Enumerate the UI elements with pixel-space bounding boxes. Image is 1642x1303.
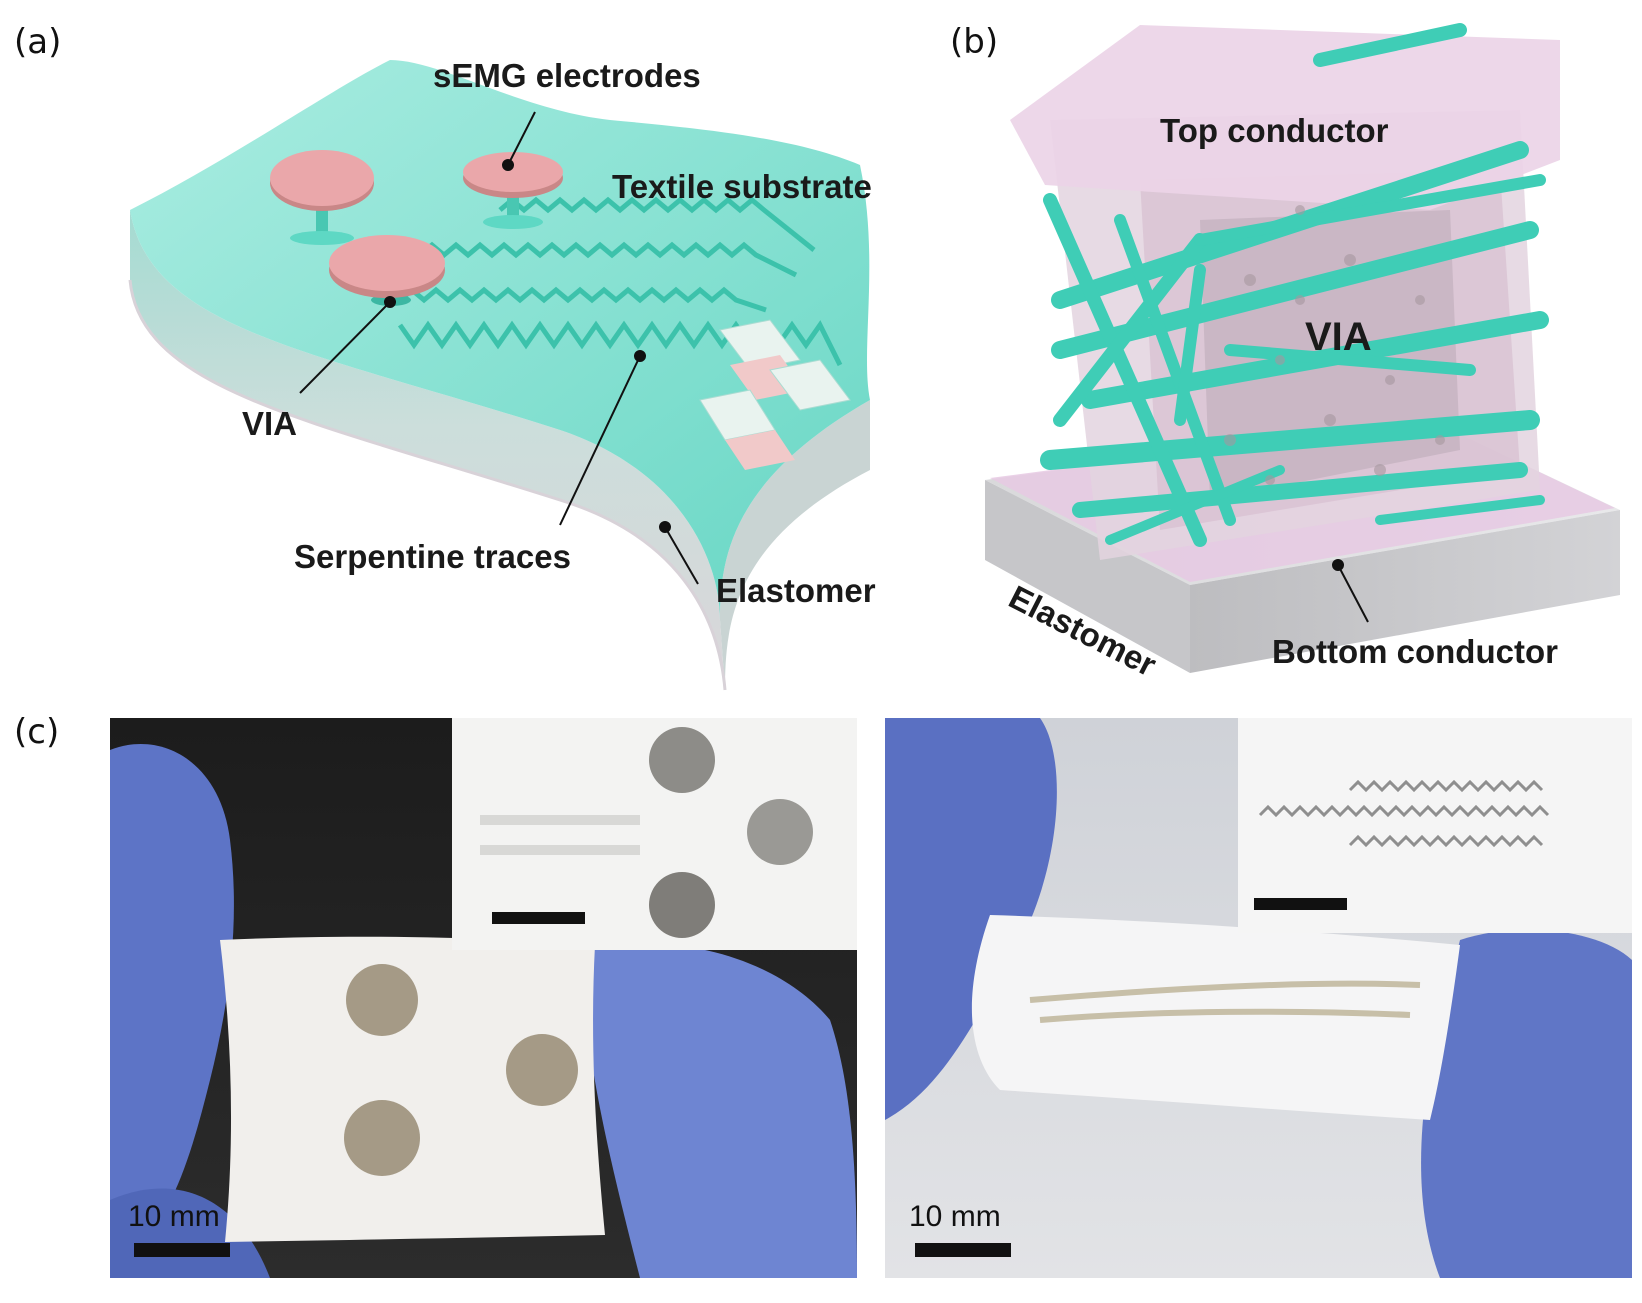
label-serpentine-traces: Serpentine traces bbox=[294, 538, 571, 575]
label-semg-electrodes: sEMG electrodes bbox=[433, 57, 701, 94]
connector-pads bbox=[699, 319, 851, 470]
electrode-middle bbox=[329, 235, 445, 306]
electrode-right-top bbox=[463, 152, 563, 229]
scale-label-left: 10 mm bbox=[128, 1200, 220, 1233]
label-elastomer-a: Elastomer bbox=[716, 572, 876, 609]
label-via-b: VIA bbox=[1305, 315, 1372, 359]
panel-a-letter: (a) bbox=[14, 22, 62, 62]
electrode-left-top bbox=[270, 150, 374, 245]
label-textile-substrate: Textile substrate bbox=[612, 168, 872, 205]
label-top-conductor: Top conductor bbox=[1160, 112, 1389, 149]
label-bottom-conductor: Bottom conductor bbox=[1272, 633, 1558, 670]
photo-right bbox=[885, 718, 1632, 1278]
scale-label-right: 10 mm bbox=[909, 1200, 1001, 1233]
leader-lines-a bbox=[299, 111, 699, 585]
leader-line-b bbox=[1332, 559, 1369, 623]
textile-fibers bbox=[1040, 23, 1549, 547]
panel-c-letter: (c) bbox=[14, 712, 60, 752]
top-conductor-layer bbox=[1010, 25, 1560, 210]
conductor-flakes bbox=[1224, 205, 1445, 485]
panel-b-letter: (b) bbox=[950, 22, 999, 62]
label-via-a: VIA bbox=[242, 405, 298, 442]
photo-left bbox=[110, 718, 857, 1278]
